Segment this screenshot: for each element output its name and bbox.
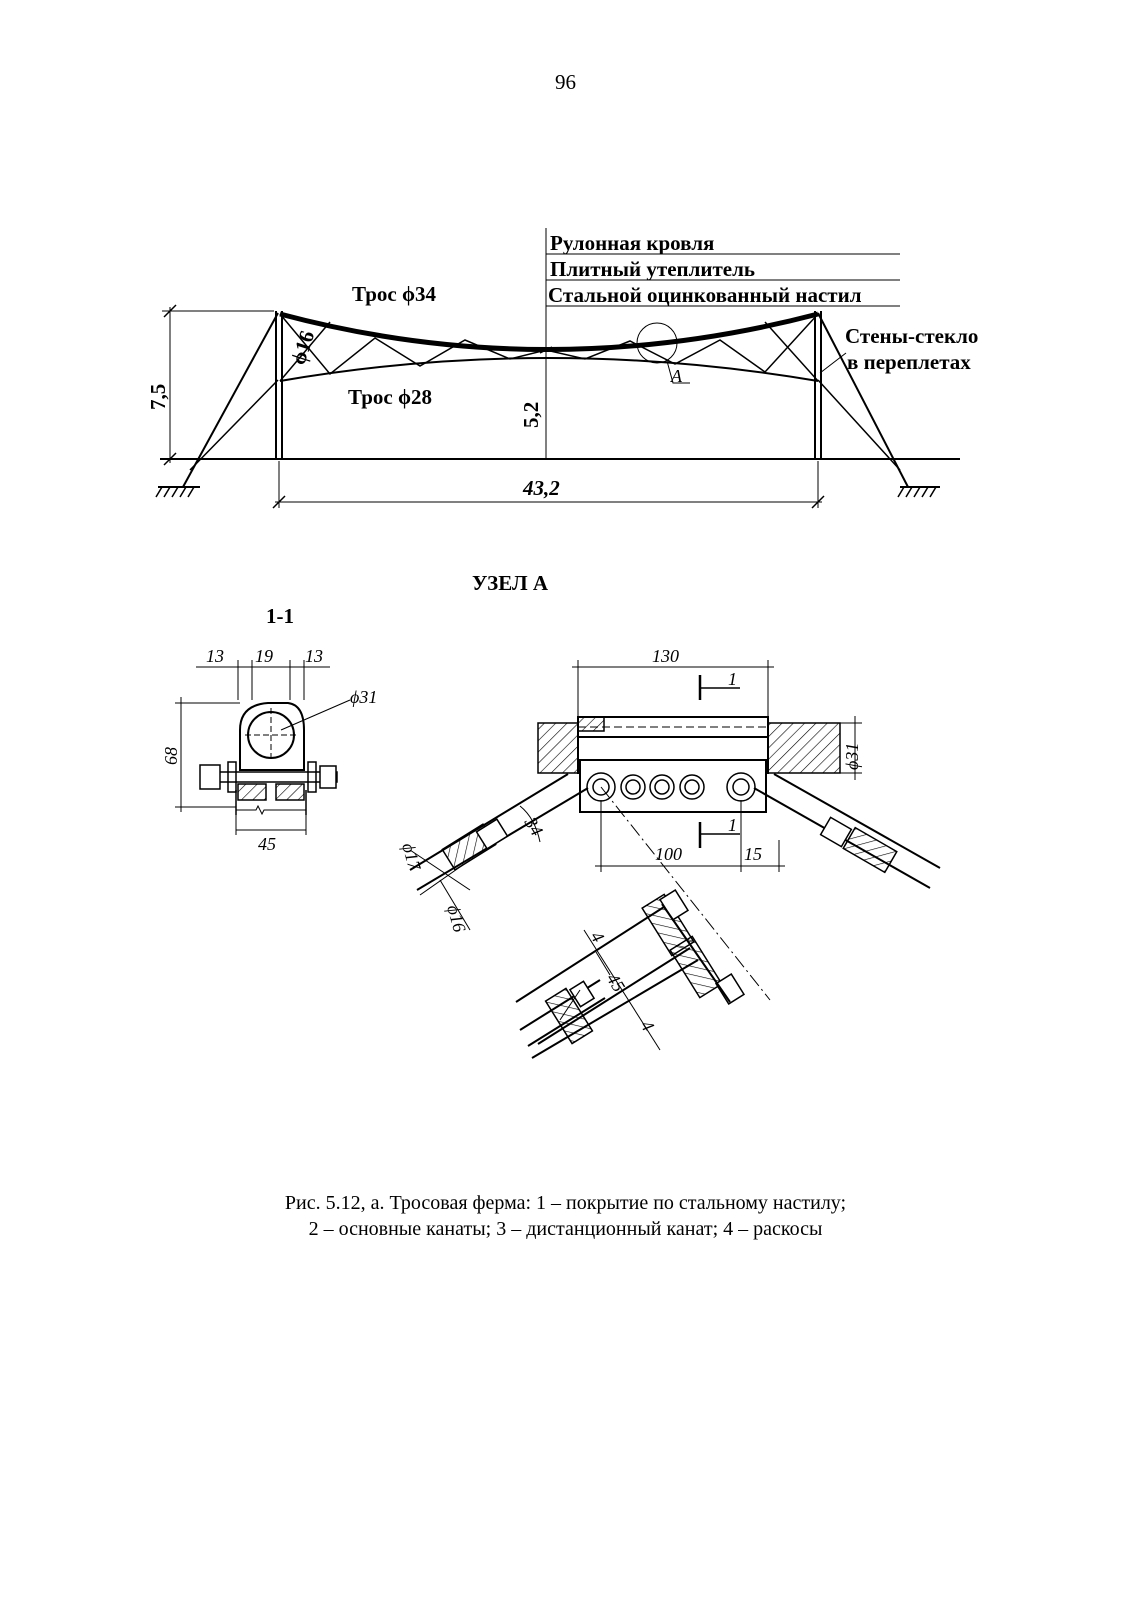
page-number: 96 xyxy=(555,70,576,94)
section-1-1 xyxy=(175,660,351,835)
section-height: 68 xyxy=(161,747,181,765)
top-cable-label: Трос ϕ34 xyxy=(352,282,437,306)
span-label: 43,2 xyxy=(522,476,560,500)
strut-diameter-label: ϕ16 xyxy=(286,328,319,368)
plan-diameter: ϕ31 xyxy=(842,743,862,770)
figure-caption: Рис. 5.12, а. Тросовая ферма: 1 – покрыт… xyxy=(0,1190,1131,1242)
node-plan xyxy=(409,660,941,1001)
truss-elevation xyxy=(155,228,960,509)
node-detail xyxy=(515,889,746,1059)
section-dim-b: 19 xyxy=(255,646,273,666)
height-left-label: 7,5 xyxy=(146,384,170,410)
plan-offset: 15 xyxy=(744,844,762,864)
caption-line-1: Рис. 5.12, а. Тросовая ферма: 1 – покрыт… xyxy=(284,1192,847,1214)
plan-length: 130 xyxy=(652,646,679,666)
caption-line-2: 2 – основные канаты; 3 – дистанционный к… xyxy=(308,1218,823,1240)
layer-label-roofing: Рулонная кровля xyxy=(550,231,714,255)
wall-label-line1: Стены-стекло xyxy=(845,324,978,348)
detail-gap: 45 xyxy=(603,970,629,996)
plan-spacing: 100 xyxy=(655,844,682,864)
section-width: 45 xyxy=(258,834,276,854)
node-marker-label: А xyxy=(670,366,683,386)
section-diameter: ϕ31 xyxy=(350,687,377,707)
cut-mark-bottom: 1 xyxy=(728,815,737,835)
rod-diameter-a: ϕ17 xyxy=(398,841,425,874)
wall-label-line2: в переплетах xyxy=(847,350,971,374)
bottom-cable-label: Трос ϕ28 xyxy=(348,385,432,409)
cut-mark-top: 1 xyxy=(728,669,737,689)
node-title: УЗЕЛ А xyxy=(472,571,549,595)
detail-plate-a: 4 xyxy=(587,928,609,946)
height-mid-label: 5,2 xyxy=(519,402,543,428)
section-dim-c: 13 xyxy=(305,646,323,666)
layer-label-deck: Стальной оцинкованный настил xyxy=(548,283,862,307)
section-dim-a: 13 xyxy=(206,646,224,666)
detail-plate-b: 4 xyxy=(637,1017,659,1035)
layer-label-insulation: Плитный утеплитель xyxy=(550,257,755,281)
section-label: 1-1 xyxy=(266,604,294,628)
plan-angle-dim: 34 xyxy=(520,813,547,840)
rod-diameter-b: ϕ16 xyxy=(443,903,470,935)
